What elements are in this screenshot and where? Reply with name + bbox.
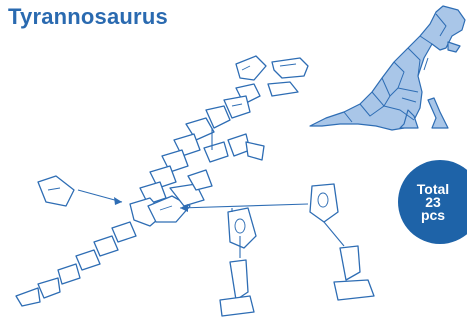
assembled-tyrannosaurus: [310, 6, 465, 130]
badge-unit: pcs: [398, 209, 467, 222]
exploded-parts: [16, 56, 374, 316]
